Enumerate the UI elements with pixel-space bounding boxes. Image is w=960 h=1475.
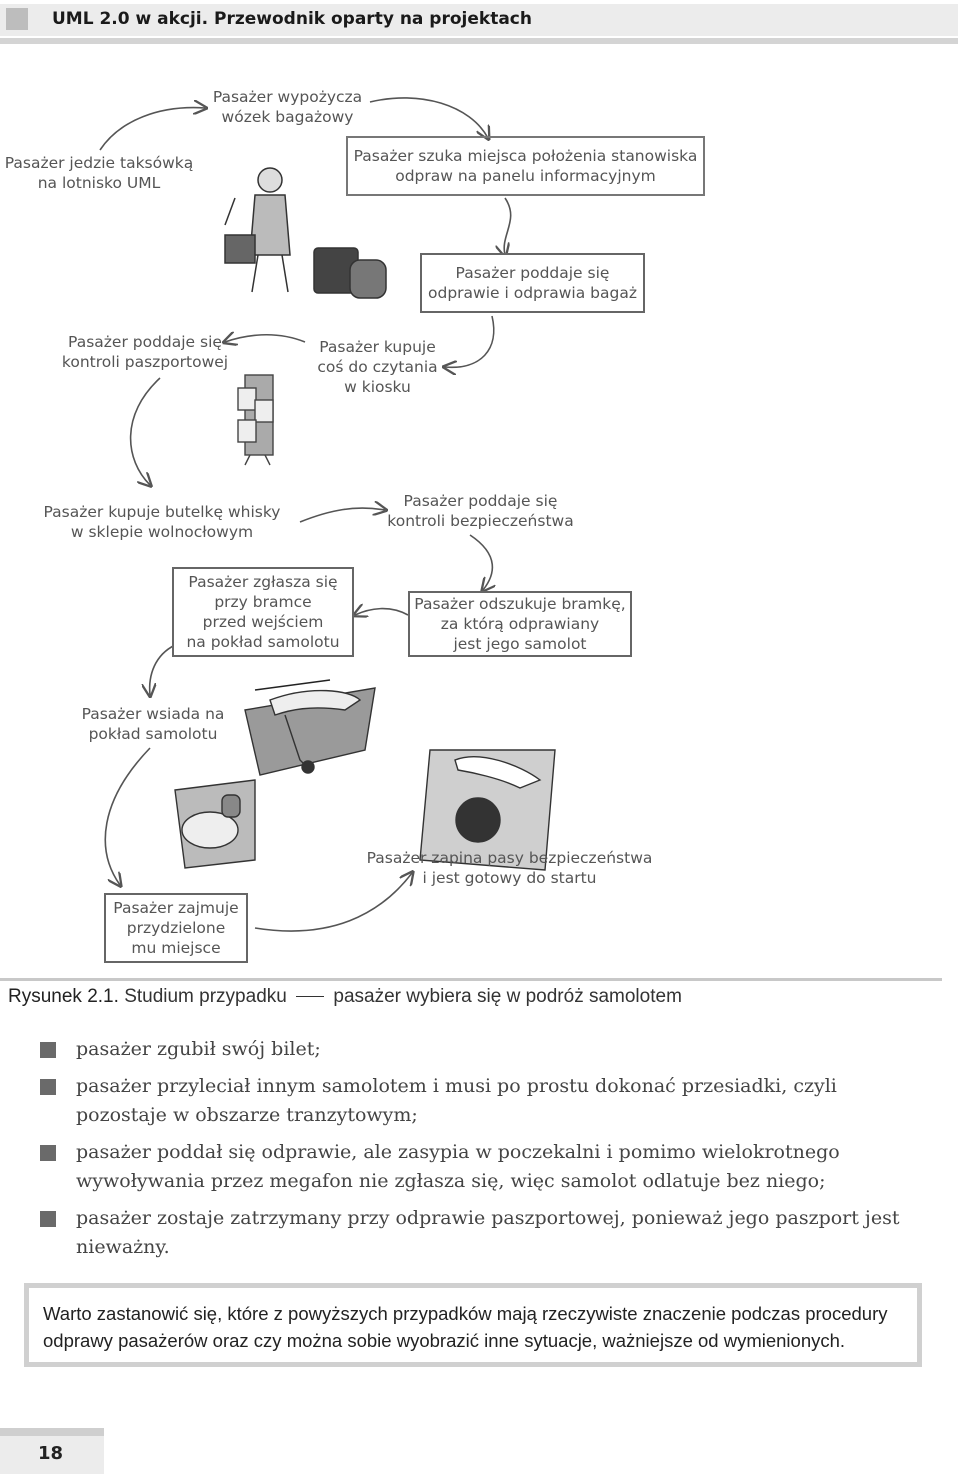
arrow-gate-to-report bbox=[355, 609, 409, 615]
figure-caption: Rysunek 2.1. Studium przypadku pasażer w… bbox=[8, 986, 682, 1008]
square-bullet-icon bbox=[40, 1042, 56, 1058]
square-bullet-icon bbox=[40, 1144, 56, 1161]
square-bullet-icon bbox=[40, 1078, 56, 1095]
boarding-plane-illustration bbox=[244, 679, 376, 776]
arrow-taxi-to-cart bbox=[99, 108, 205, 151]
square-bullet-icon bbox=[40, 1210, 56, 1227]
figure-rule bbox=[0, 978, 942, 981]
step-whisky: Pasażer kupuje butelkę whisky w sklepie … bbox=[43, 503, 281, 541]
list-item: pasażer zostaje zatrzymany przy odprawie… bbox=[40, 1204, 920, 1263]
arrow-info-to-checkin bbox=[504, 197, 512, 255]
step-gate: Pasażer odszukuje bramkę, za którą odpra… bbox=[408, 591, 632, 657]
list-item-text: pasażer przyleciał innym samolotem i mus… bbox=[76, 1074, 837, 1127]
arrow-seat-to-belts bbox=[254, 873, 412, 932]
caption-text-a: Studium przypadku bbox=[124, 986, 287, 1007]
step-board: Pasażer wsiada na pokład samolotu bbox=[81, 705, 225, 743]
list-item-text: pasażer poddał się odprawie, ale zasypia… bbox=[76, 1140, 840, 1193]
list-item-text: pasażer zostaje zatrzymany przy odprawie… bbox=[76, 1206, 900, 1259]
page-number: 18 bbox=[38, 1443, 64, 1464]
step-passport: Pasażer poddaje się kontroli paszportowe… bbox=[61, 333, 229, 371]
list-item: pasażer zgubił swój bilet; bbox=[40, 1035, 920, 1065]
arrow-whisky-to-security bbox=[299, 508, 385, 523]
arrow-kiosk-to-passport bbox=[225, 335, 306, 342]
arrow-security-to-gate bbox=[469, 534, 492, 590]
header-band bbox=[0, 4, 958, 36]
page-number-band bbox=[0, 1428, 104, 1436]
arrow-checkin-to-kiosk bbox=[445, 315, 495, 367]
scenario-list: pasażer zgubił swój bilet; pasażer przyl… bbox=[40, 1035, 920, 1270]
arrow-board-to-seat bbox=[104, 747, 151, 885]
list-item-text: pasażer zgubił swój bilet; bbox=[76, 1038, 321, 1060]
airplane-seat-illustration bbox=[174, 779, 256, 869]
page-number-box bbox=[0, 1436, 104, 1474]
arrow-passport-to-whisky bbox=[129, 377, 161, 485]
step-security: Pasażer poddaje się kontroli bezpieczeńs… bbox=[387, 492, 574, 530]
arrow-report-to-board bbox=[150, 644, 176, 695]
figure-airport-flow: Pasażer jedzie taksówką na lotnisko UML … bbox=[0, 60, 960, 970]
list-item: pasażer przyleciał innym samolotem i mus… bbox=[40, 1072, 920, 1131]
note-text: Warto zastanowić się, które z powyższych… bbox=[43, 1303, 888, 1351]
list-item: pasażer poddał się odprawie, ale zasypia… bbox=[40, 1138, 920, 1197]
step-taxi: Pasażer jedzie taksówką na lotnisko UML bbox=[4, 154, 194, 192]
step-cart: Pasażer wypożycza wózek bagażowy bbox=[212, 88, 363, 126]
step-seat: Pasażer zajmuje przydzielone mu miejsce bbox=[104, 893, 248, 963]
caption-dash bbox=[296, 996, 325, 998]
newspaper-rack-illustration bbox=[237, 374, 274, 466]
header-rule bbox=[0, 38, 958, 44]
note-box: Warto zastanowić się, które z powyższych… bbox=[24, 1283, 922, 1367]
takeoff-illustration bbox=[419, 749, 556, 871]
book-title: UML 2.0 w akcji. Przewodnik oparty na pr… bbox=[52, 9, 532, 29]
arrow-cart-to-info bbox=[369, 97, 488, 138]
page-number-tab: 18 bbox=[0, 1428, 104, 1474]
step-report: Pasażer zgłasza się przy bramce przed we… bbox=[172, 567, 354, 657]
step-belts: Pasażer zapina pasy bezpieczeństwa i jes… bbox=[366, 849, 653, 887]
info-box-frame bbox=[346, 136, 705, 196]
step-info: Pasażer szuka miejsca położenia stanowis… bbox=[353, 147, 698, 185]
passenger-illustration bbox=[224, 167, 387, 299]
caption-label: Rysunek 2.1. bbox=[8, 986, 119, 1007]
figure-illustration bbox=[99, 97, 705, 932]
page-header: UML 2.0 w akcji. Przewodnik oparty na pr… bbox=[0, 0, 960, 48]
caption-text-b: pasażer wybiera się w podróż samolotem bbox=[333, 986, 682, 1007]
step-kiosk: Pasażer kupuje coś do czytania w kiosku bbox=[317, 338, 438, 396]
header-square-icon bbox=[6, 8, 28, 30]
step-checkin: Pasażer poddaje się odprawie i odprawia … bbox=[420, 253, 645, 313]
